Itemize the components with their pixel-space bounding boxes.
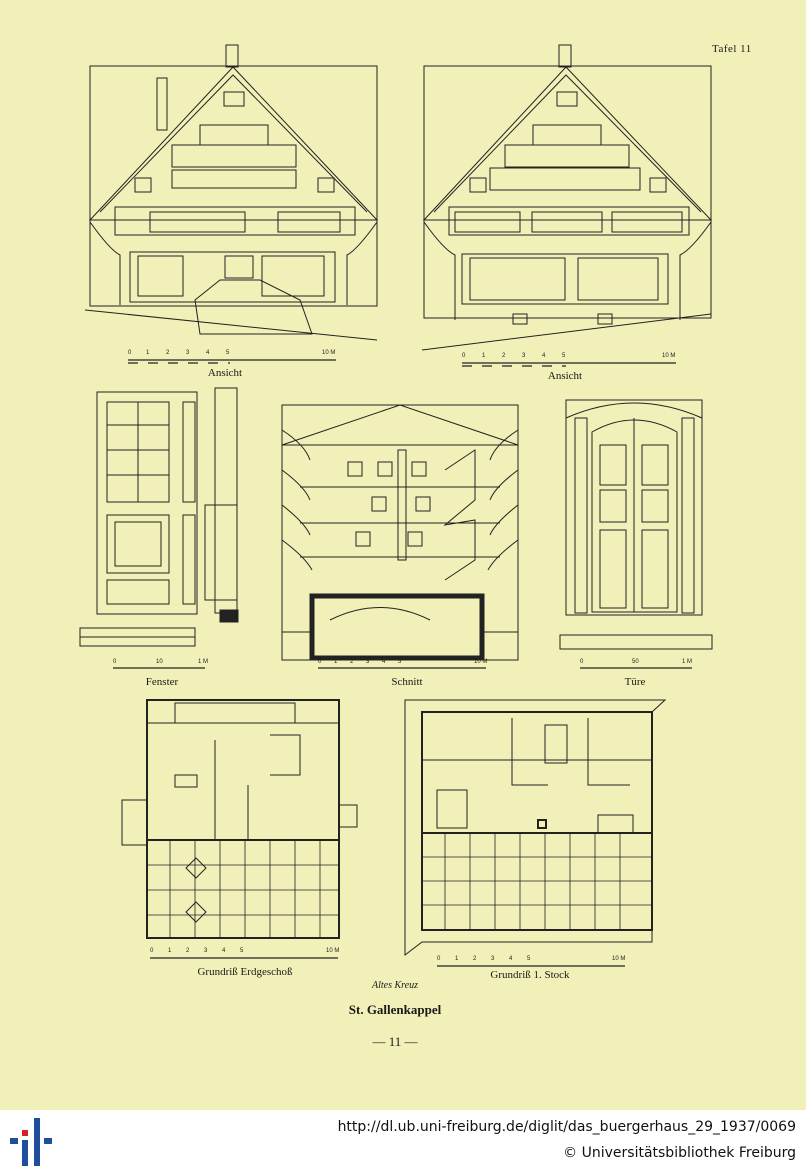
scale-label: 1 [146,350,150,356]
door-detail [559,399,713,650]
scale-label: 1 M [198,659,209,665]
scale-label: 1 [168,948,172,954]
scale-label: 2 [473,956,477,962]
scale-label: 2 [350,659,354,665]
scale-label: 4 [509,956,513,962]
scale-label: 10 M [662,353,676,359]
scale-label: 2 [186,948,190,954]
scale-label: 0 [462,353,466,359]
plate-title: St. Gallenkappel [348,1002,442,1017]
scale-label: 1 M [682,659,693,665]
footer-bar: http://dl.ub.uni-freiburg.de/diglit/das_… [0,1110,806,1168]
scale-label: 0 [437,956,441,962]
subtitle: Altes Kreuz [371,980,418,991]
scale-label: 4 [206,350,210,356]
scale-label: 3 [186,350,190,356]
scale-label: 2 [502,353,506,359]
scale-label: 3 [204,948,208,954]
scale-bars [113,359,692,967]
elevation-left [84,44,379,341]
caption-ansicht-left: Ansicht [207,367,243,379]
floor-plan-ground [121,699,358,939]
scale-label: 4 [222,948,226,954]
caption-ansicht-right: Ansicht [547,370,583,382]
scale-label: 5 [240,948,244,954]
scale-label: 3 [522,353,526,359]
scale-label: 0 [580,659,584,665]
scale-label: 0 [318,659,322,665]
page-number: — 11 — [372,1034,418,1049]
scale-label: 50 [632,659,639,665]
scale-label: 0 [128,350,132,356]
architectural-drawings [79,44,713,967]
scale-label: 10 M [474,659,488,665]
caption-schnitt: Schnitt [391,676,423,688]
caption-fenster: Fenster [145,676,179,688]
scale-label: 10 M [612,956,626,962]
scale-label: 0 [150,948,154,954]
scale-label: 3 [366,659,370,665]
scale-label: 5 [562,353,566,359]
scale-label: 2 [166,350,170,356]
scale-label: 5 [226,350,230,356]
plate-page: 0 1 2 3 4 5 10 M 0 1 2 3 4 5 10 M 0 10 1… [79,43,752,1049]
caption-grundriss-1: Grundriß 1. Stock [490,969,570,981]
scale-label: 1 [455,956,459,962]
scale-label: 1 [482,353,486,359]
university-logo-icon [10,1118,52,1166]
section-drawing [281,404,519,661]
caption-grundriss-eg: Grundriß Erdgeschoß [197,966,293,978]
scale-label: 1 [334,659,338,665]
window-detail [79,387,239,647]
caption-tuere: Türe [624,676,646,688]
document-url-link[interactable]: http://dl.ub.uni-freiburg.de/diglit/das_… [337,1119,796,1135]
scale-label: 4 [382,659,386,665]
scale-label: 0 [113,659,117,665]
scale-label: 5 [527,956,531,962]
scale-label: 5 [398,659,402,665]
scale-label: 3 [491,956,495,962]
elevation-right [421,44,713,351]
plate-number-label: Tafel 11 [712,43,752,55]
scale-label: 10 M [322,350,336,356]
scale-label: 10 M [326,948,340,954]
scale-label: 10 [156,659,163,665]
copyright-text: © Universitätsbibliothek Freiburg [563,1145,796,1161]
floor-plan-first [404,699,667,957]
scale-label: 4 [542,353,546,359]
